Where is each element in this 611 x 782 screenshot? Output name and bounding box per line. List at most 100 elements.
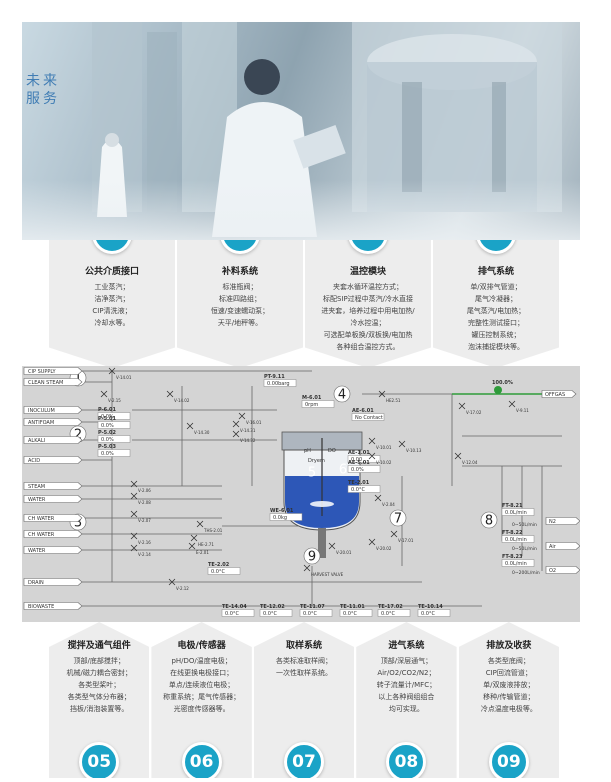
valve-tag: V-2.07: [138, 518, 151, 523]
sensor-value: 0.0°C: [211, 569, 225, 575]
inlet-tag: WATER: [23, 495, 83, 503]
valve-tag-group: V-2.16: [130, 532, 151, 545]
feature-card-08: 进气系统 顶部/深层通气； Air/O2/CO2/N2； 转子流量计/MFC； …: [356, 622, 457, 778]
feature-line: 冷点温度电极等。: [480, 705, 537, 713]
feature-line: 单点/连续液位电极；: [168, 681, 235, 689]
inlet-tag: ACID: [23, 456, 83, 464]
sensor-value: 0.0%: [101, 414, 114, 420]
feature-line: 移种/传输管道；: [483, 693, 535, 701]
marker-number: 8: [485, 514, 493, 529]
valve-tag-group: V-10.01: [368, 437, 392, 450]
feature-line: 转子流量计/MFC；: [376, 681, 437, 689]
feature-card-02: 02 补料系统 标准瓶阀； 标准四路组； 恒速/变速蠕动泵； 天平/地秤等。: [177, 240, 303, 368]
valve-tag-group: V-16.01: [238, 412, 262, 425]
inlet-tag: ALKALI: [23, 436, 83, 444]
valve-tag: E-2.01: [196, 550, 209, 555]
feature-title: 电极/传感器: [177, 641, 226, 651]
marker-number: 4: [338, 388, 346, 403]
sensor-box-label: pH: [304, 448, 311, 454]
flow-range: 0~200L/min: [512, 570, 540, 576]
feature-line: 冷水控温；: [350, 319, 386, 327]
feature-card-05: 搅拌及通气组件 顶部/底部搅拌； 机械/磁力耦合密封； 各类型桨叶； 各类型气体…: [49, 622, 150, 778]
top-feature-cards: 01 公共介质接口 工业蒸汽； 洁净蒸汽； CIP清洗液； 冷却水等。 02 补…: [49, 240, 559, 368]
valve-tag: V-16.01: [246, 420, 262, 425]
valve-tag: V-10.02: [376, 460, 392, 465]
sensor-value: 0.0L/min: [505, 510, 527, 516]
valve-tag-group: V-2.04: [374, 494, 395, 507]
inlet-tag: CH WATER: [23, 530, 83, 538]
valve-tag: V-2.06: [138, 488, 151, 493]
sensor-readout: TE-12.020.0°C: [259, 604, 293, 617]
offgas-control-valve-icon: [494, 386, 502, 394]
sensor-tag: TE-14.04: [222, 604, 247, 610]
feature-line: 工业蒸汽；: [94, 283, 130, 291]
flow-range: 0~50L/min: [512, 546, 537, 552]
feature-number-badge: 05: [79, 742, 120, 778]
sensor-readout: TE-17.020.0°C: [377, 604, 411, 617]
sensor-value: 0.00barg: [267, 381, 290, 387]
feature-line: 夹套水循环温控方式；: [333, 283, 403, 291]
inlet-tag: ANTIFOAM: [23, 418, 83, 426]
sensor-value: 0.0°C: [421, 611, 435, 617]
inlet-label: CH WATER: [28, 532, 55, 538]
sensor-tag: TE-12.02: [260, 604, 285, 610]
inlet-tag: INOCULUM: [23, 406, 83, 414]
outlet-tag: O2: [545, 566, 580, 574]
inlet-label: WATER: [28, 497, 46, 503]
valve-tag-group: V-20.01: [328, 542, 352, 555]
valve-tag-group: V-2.15: [100, 390, 121, 403]
valve-tag: V-2.14: [138, 552, 151, 557]
diagram-number-marker: 6: [339, 463, 347, 478]
inlet-tag: CIP SUPPLY: [23, 367, 83, 375]
sensor-value: No Contact: [355, 415, 383, 421]
sensor-readout: TE-11.070.0°C: [299, 604, 333, 617]
sensor-tag: TE-10.14: [418, 604, 443, 610]
diagram-number-marker: 4: [333, 385, 351, 403]
sensor-value: 0.0%: [101, 451, 114, 457]
valve-tag-group: V-2.08: [130, 492, 151, 505]
sensor-value: 0.0kg: [273, 515, 287, 521]
outlet-tag: N2: [545, 517, 580, 525]
feature-line: 在线更换电极接口；: [170, 669, 234, 677]
valve-tag: V-2.16: [138, 540, 151, 545]
feature-card-01: 01 公共介质接口 工业蒸汽； 洁净蒸汽； CIP清洗液； 冷却水等。: [49, 240, 175, 368]
sensor-tag: TE-11.07: [300, 604, 325, 610]
feature-line: 光密度传感器等。: [173, 705, 230, 713]
diagram-number-marker: 9: [303, 547, 321, 565]
valve-tag: V-14.30: [194, 430, 210, 435]
inlet-tag: STEAM: [23, 482, 83, 490]
feature-line: 可选配单板换/双板换/电加热: [323, 331, 413, 339]
sensor-value: 0rpm: [305, 402, 318, 408]
sensor-box-label: DO: [328, 448, 336, 454]
outlet-label: N2: [549, 519, 556, 525]
sensor-value: 0.0°C: [225, 611, 239, 617]
sensor-readout: P-6.010.0%: [97, 407, 131, 420]
outlet-tag: OFFGAS: [541, 390, 577, 398]
feature-line: CIP回流管道；: [485, 669, 532, 677]
valve-tag-group: V-14.32: [232, 430, 256, 443]
feature-line: 标准四路组；: [219, 295, 261, 303]
inlet-tag: WATER: [23, 546, 83, 554]
outlet-label: OFFGAS: [545, 392, 565, 398]
valve-tag-group: V-14.31: [232, 420, 256, 433]
valve-tag: HE-2.71: [198, 542, 214, 547]
valve-tag-group: HARVEST VALVE: [303, 564, 344, 577]
feature-line: 各类标准取样阀；: [276, 657, 333, 665]
feature-title: 公共介质接口: [84, 267, 139, 277]
feature-card-09: 排放及收获 各类型底阀； CIP回流管道； 单/双废液排放； 移种/传输管道； …: [458, 622, 560, 778]
sensor-readout: WE-6.010.0kg: [269, 508, 303, 521]
sensor-value: 0.00: [351, 457, 362, 463]
valve-tag: V-2.04: [382, 502, 395, 507]
sensor-value: 0.0°C: [263, 611, 277, 617]
valve-tag: V-9.11: [516, 408, 529, 413]
feature-line: 各类型桨叶；: [78, 681, 121, 689]
sensor-readout: FT-8.230.0L/min: [501, 554, 535, 567]
hero-photo: 未来 服务: [22, 22, 580, 240]
sensor-value: 0.0%: [101, 423, 114, 429]
sensor-tag: AE-6.01: [352, 408, 374, 414]
inlet-tag: BIOWASTE: [23, 602, 83, 610]
marker-number: 7: [394, 512, 402, 527]
